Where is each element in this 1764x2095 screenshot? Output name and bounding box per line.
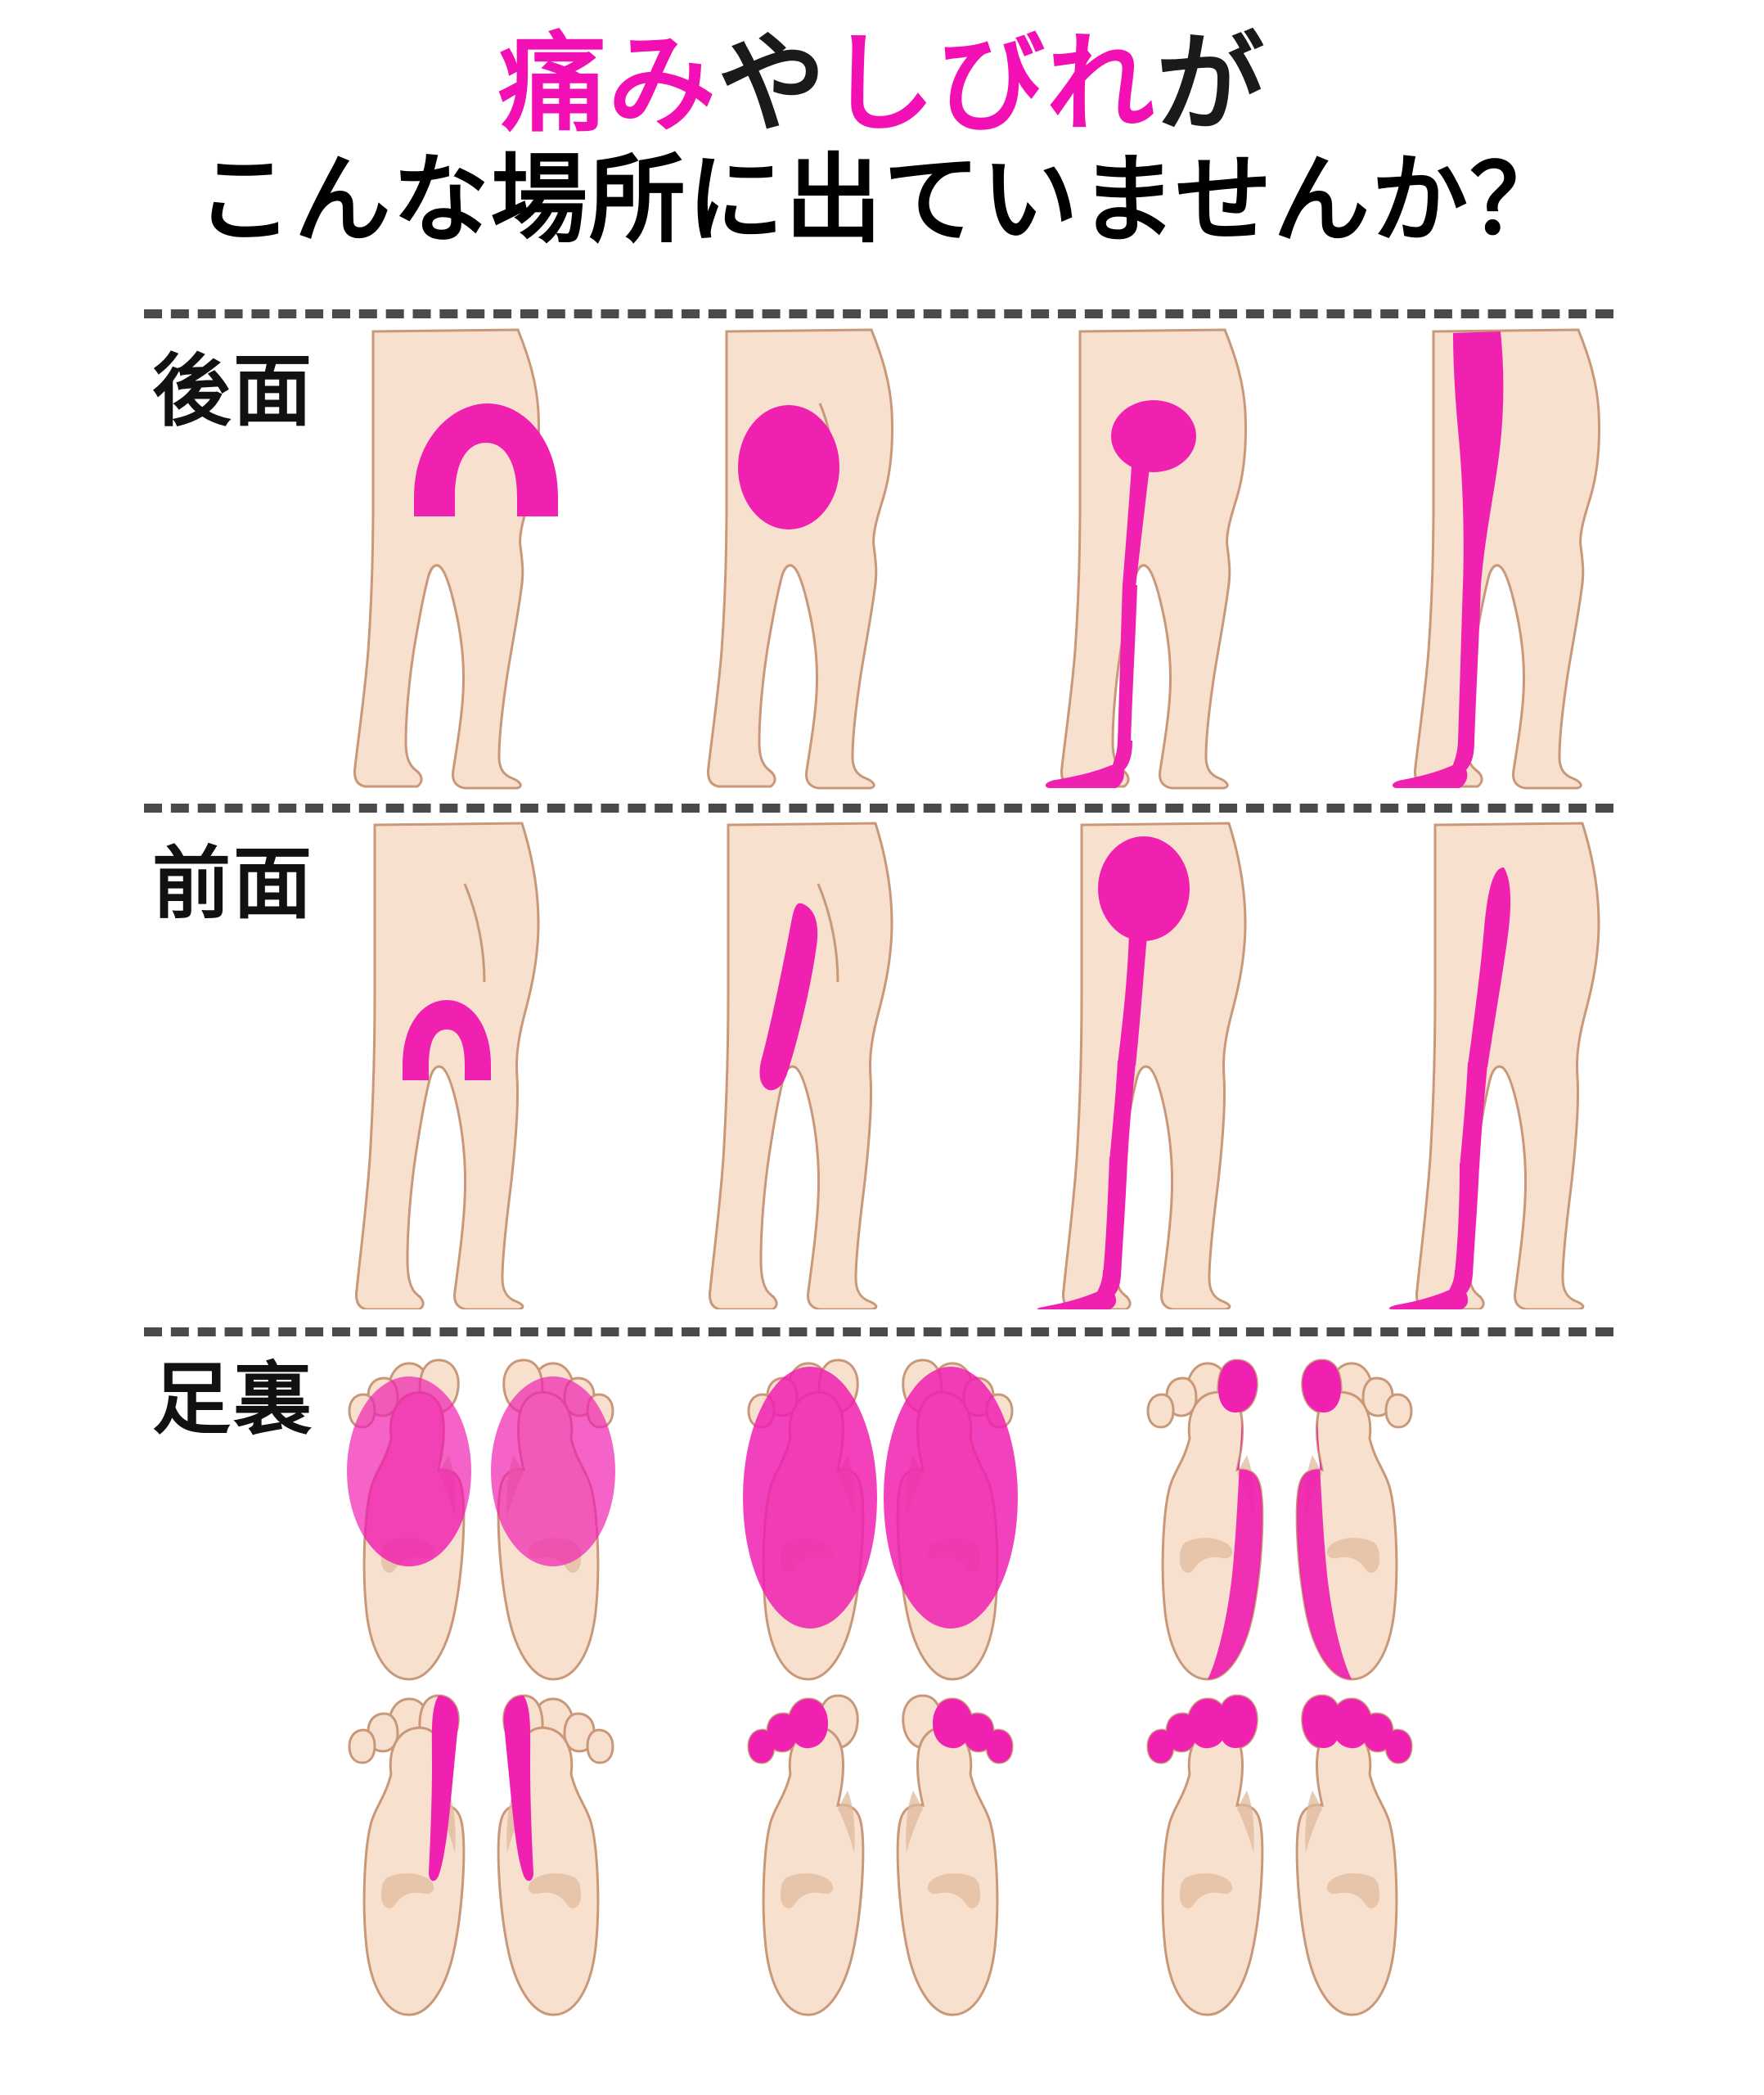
anterior-thigh-stripe xyxy=(671,818,998,1309)
pain-region-medial-edge-right xyxy=(1297,1360,1352,1679)
posterior-buttock-oval xyxy=(671,323,998,790)
pain-region-groin-arch xyxy=(403,1000,491,1080)
title-keyword-numbness: しびれ xyxy=(827,21,1156,147)
sole-figure-row-bottom xyxy=(334,1684,1427,2028)
divider-top xyxy=(144,309,1613,318)
pain-region-hip-to-foot xyxy=(1037,836,1190,1309)
divider-middle xyxy=(144,804,1613,813)
section-label-posterior: 後面 xyxy=(152,345,314,437)
pain-region-full-leg-band xyxy=(1392,331,1504,788)
pain-region-central-toe-stripe-right xyxy=(503,1696,533,1881)
title-block: 痛みやしびれが こんな場所に出ていませんか？ xyxy=(0,24,1764,256)
title-line-2: こんな場所に出ていませんか？ xyxy=(196,142,1568,256)
pain-region-lateral-toes-right xyxy=(933,1699,1012,1763)
anterior-hip-to-foot xyxy=(1024,818,1352,1309)
pain-region-lateral-toes-left xyxy=(749,1699,828,1763)
sole-all-toes xyxy=(1132,1684,1427,2028)
pain-region-thigh-stripe xyxy=(759,903,818,1091)
leg-silhouette-anterior xyxy=(355,822,540,1309)
anterior-groin-arch xyxy=(317,818,645,1309)
posterior-buttock-arch xyxy=(317,323,645,790)
posterior-figure-row xyxy=(317,323,1705,790)
pain-region-whole-sole xyxy=(743,1367,1018,1629)
section-label-sole: 足裏 xyxy=(152,1354,314,1445)
pain-region-all-toes-left xyxy=(1148,1696,1258,1763)
leg-silhouette-anterior xyxy=(709,822,893,1309)
title-particle-ya: や xyxy=(718,21,827,147)
anterior-figure-row xyxy=(317,818,1705,1309)
sole-figure-row-top xyxy=(334,1349,1427,1692)
section-label-anterior: 前面 xyxy=(152,838,314,930)
sole-whole-forefoot xyxy=(733,1349,1028,1692)
posterior-full-leg-band xyxy=(1378,323,1705,790)
pain-region-shin-to-dorsum xyxy=(1388,867,1511,1309)
sole-second-third-toe-stripe xyxy=(334,1684,628,2028)
pain-region-all-toes-right xyxy=(1302,1696,1411,1763)
pain-region-sciatic-path xyxy=(1045,400,1196,788)
leg-silhouette-posterior xyxy=(1414,328,1601,790)
divider-lower xyxy=(144,1327,1613,1336)
pain-region-arch xyxy=(414,403,558,516)
sole-forefoot-ball xyxy=(334,1349,628,1692)
anterior-shin-to-dorsum xyxy=(1378,818,1705,1309)
posterior-sciatic-path xyxy=(1024,323,1352,790)
title-particle-ga: が xyxy=(1156,21,1266,147)
sole-lateral-toes xyxy=(733,1684,1028,2028)
leg-silhouette-posterior xyxy=(1060,328,1248,790)
pain-region-central-toe-stripe-left xyxy=(429,1696,459,1881)
leg-silhouette-posterior xyxy=(707,328,894,790)
pain-region-gluteal-oval xyxy=(738,405,839,529)
leg-silhouette-posterior xyxy=(353,328,541,790)
title-line-1: 痛みやしびれが xyxy=(0,24,1764,146)
pain-region-medial-edge xyxy=(1208,1360,1262,1679)
title-keyword-pain: 痛み xyxy=(498,21,718,147)
pain-region-forefoot-ball xyxy=(347,1376,615,1566)
sole-medial-edge xyxy=(1132,1349,1427,1692)
